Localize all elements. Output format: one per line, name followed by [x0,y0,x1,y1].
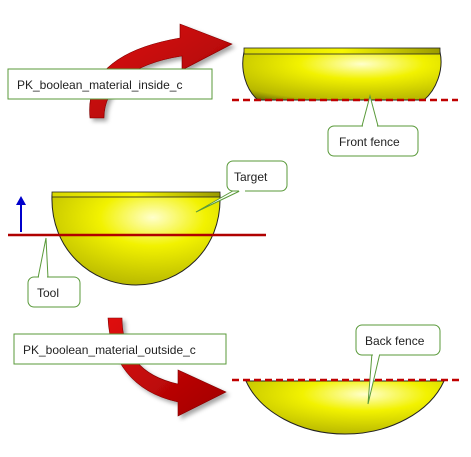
outside-option-box: PK_boolean_material_outside_c [13,333,227,365]
target-callout: Target [195,160,288,213]
back-fence-label: Back fence [365,334,425,348]
inside-option-box: PK_boolean_material_inside_c [7,68,213,100]
front-fence-callout: Front fence [327,94,419,157]
back-fence-callout: Back fence [355,324,441,405]
target-label: Target [234,170,268,184]
tool-label: Tool [37,286,59,300]
tool-normal-arrow [16,196,26,232]
outside-result-body [245,380,445,435]
outside-option-label: PK_boolean_material_outside_c [23,343,196,357]
front-fence-label: Front fence [339,135,400,149]
tool-callout: Tool [27,237,81,308]
bottom-curved-arrow [107,317,227,417]
target-body [51,191,221,286]
inside-option-label: PK_boolean_material_inside_c [17,78,182,92]
inside-result-body [242,47,442,101]
